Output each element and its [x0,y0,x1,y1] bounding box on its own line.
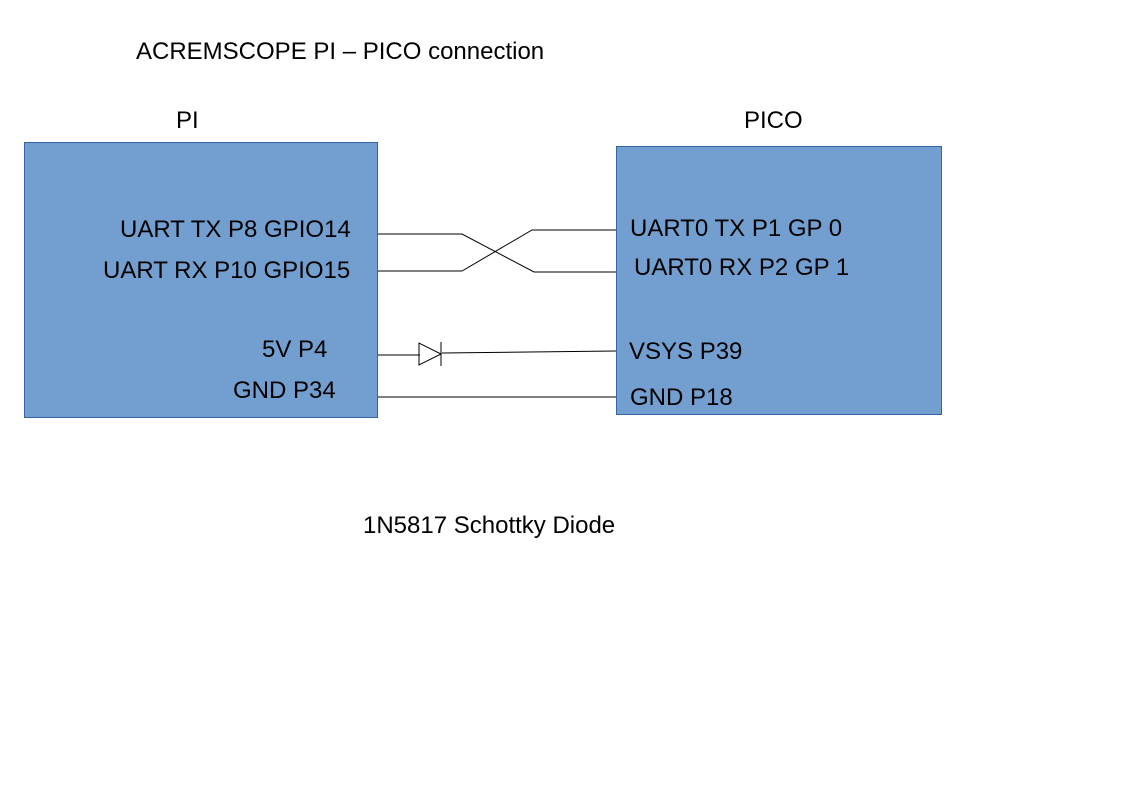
pico-vsys-pin-label: VSYS P39 [629,338,743,365]
pico-board [616,146,942,415]
pico-label: PICO [744,107,803,134]
pi-gnd-pin-label: GND P34 [233,377,336,404]
pico-tx-pin-label: UART0 TX P1 GP 0 [630,215,843,242]
pico-gnd-pin-label: GND P18 [630,384,733,411]
pi-5v-pin-label: 5V P4 [262,336,328,363]
diode-label: 1N5817 Schottky Diode [363,512,616,539]
wire-diode-to-vsys [441,350,617,354]
pi-rx-pin-label: UART RX P10 GPIO15 [103,257,351,284]
pi-label: PI [176,107,199,134]
wire-pi-tx-to-pico-rx [378,233,616,273]
pi-tx-pin-label: UART TX P8 GPIO14 [120,216,351,243]
wire-pi-rx-to-pico-tx [378,229,616,272]
diagram-title: ACREMSCOPE PI – PICO connection [136,38,545,65]
pi-board [24,142,378,418]
pico-rx-pin-label: UART0 RX P2 GP 1 [634,254,850,281]
schottky-diode-symbol [418,342,443,366]
